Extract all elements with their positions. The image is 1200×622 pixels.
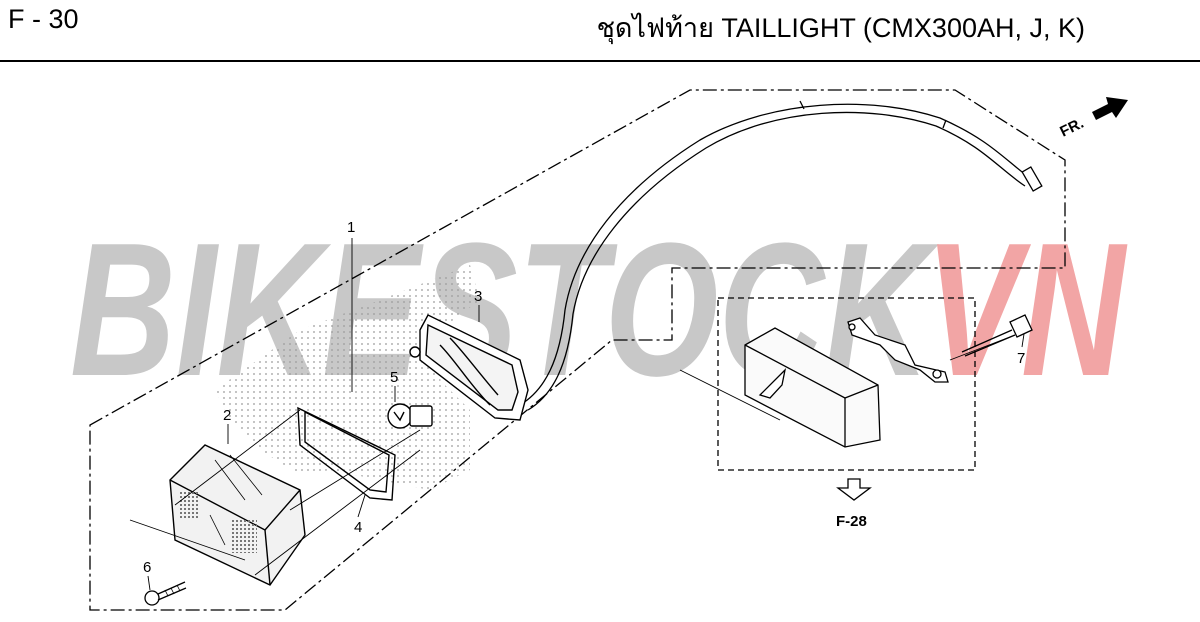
- reference-arrow: F-28: [836, 478, 872, 530]
- bulb: [387, 403, 433, 429]
- wire-harness: [519, 100, 1043, 411]
- callout-7: 7: [1017, 350, 1025, 367]
- leader-lines: [129, 238, 1025, 591]
- reference-label: F-28: [836, 513, 867, 530]
- callout-4: 4: [354, 519, 362, 536]
- header-divider: [0, 60, 1200, 62]
- callout-6: 6: [143, 559, 151, 576]
- lamp-housing: [409, 314, 529, 421]
- assembly-frame: [89, 89, 1066, 611]
- page-title: ชุดไฟท้าย TAILLIGHT (CMX300AH, J, K): [596, 13, 1085, 43]
- front-direction-indicator: FR.: [1057, 97, 1128, 141]
- watermark-text-accent: VN: [925, 204, 1128, 416]
- front-arrow-icon: [1092, 97, 1128, 120]
- callout-numbers: 1 2 3 4 5 6 7: [143, 219, 1025, 576]
- callout-5: 5: [390, 369, 398, 386]
- front-direction-label: FR.: [1057, 115, 1086, 141]
- down-arrow-icon: [836, 478, 872, 501]
- callout-1: 1: [347, 219, 355, 236]
- callout-3: 3: [474, 288, 482, 305]
- gasket: [297, 406, 396, 501]
- license-reflector: [744, 327, 881, 448]
- page-code: F - 30: [8, 4, 79, 34]
- screw: [144, 581, 187, 606]
- mounting-bracket: [847, 317, 949, 383]
- subassembly-box: [717, 297, 976, 471]
- tail-lens: [169, 444, 306, 586]
- callout-2: 2: [223, 407, 231, 424]
